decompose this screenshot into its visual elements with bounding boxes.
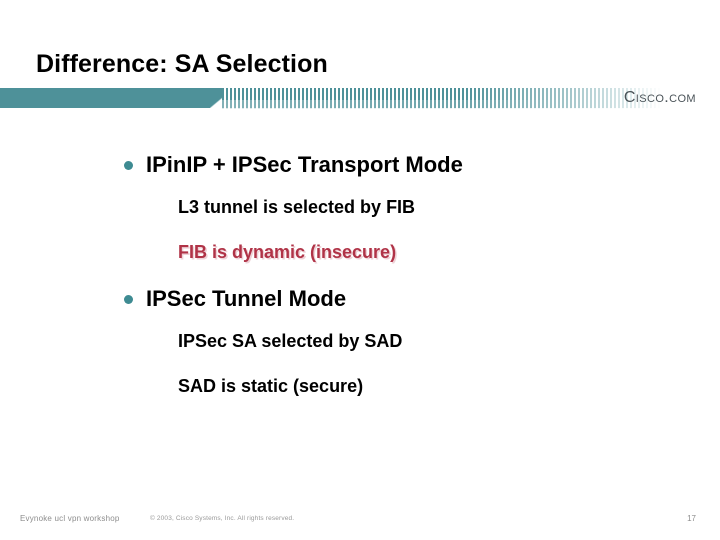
sub-item-highlight: FIB is dynamic (insecure) [0,239,720,284]
bullet-label: IPSec Tunnel Mode [146,286,347,311]
bullet-item: IPSec Tunnel Mode [0,284,720,328]
bullet-dot-icon [124,161,133,170]
sub-label: SAD is static (secure) [178,376,364,396]
footer-author-label: Evynoke ucl vpn workshop [20,514,120,523]
band-solid-segment [0,88,222,108]
bullet-item: IPinIP + IPSec Transport Mode [0,150,720,194]
slide-content: IPinIP + IPSec Transport Mode L3 tunnel … [0,150,720,418]
band-stripe-shadow [222,100,662,109]
footer-page-number: 17 [687,514,696,523]
page-title: Difference: SA Selection [36,50,328,78]
cisco-brand-label: Cisco.com [623,89,696,106]
sub-item: SAD is static (secure) [0,373,720,418]
sub-item: L3 tunnel is selected by FIB [0,194,720,239]
sub-label-insecure: FIB is dynamic (insecure) [178,242,397,262]
sub-label: L3 tunnel is selected by FIB [178,197,416,217]
bullet-dot-icon [124,295,133,304]
slide-footer: Evynoke ucl vpn workshop © 2003, Cisco S… [0,506,720,540]
sub-item: IPSec SA selected by SAD [0,328,720,373]
header-decorative-band [0,88,720,109]
bullet-label: IPinIP + IPSec Transport Mode [146,152,463,177]
sub-label: IPSec SA selected by SAD [178,331,403,351]
footer-copyright-label: © 2003, Cisco Systems, Inc. All rights r… [150,515,295,522]
